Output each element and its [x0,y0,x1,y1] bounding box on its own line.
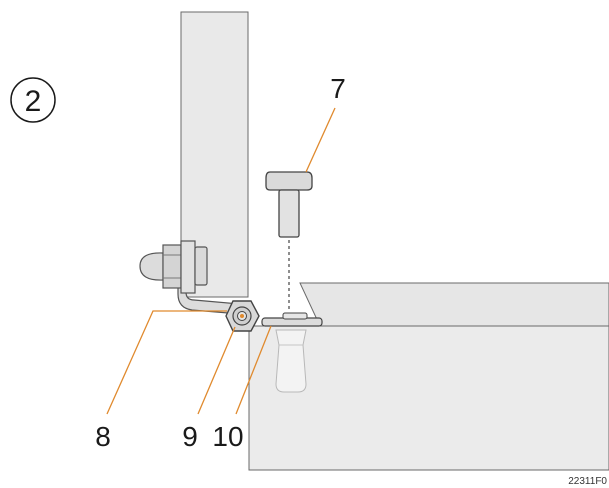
leader-line-9 [197,326,236,415]
step-number: 2 [25,85,42,118]
bolt-part-7 [265,171,313,238]
cap-nut-base [194,246,208,286]
callout-9: 9 [182,421,198,452]
cap-nut-hex [162,244,182,289]
callout-10: 10 [212,421,243,452]
washer-plate-part-10 [261,312,323,327]
leader-line-7 [305,107,336,173]
callout-8: 8 [95,421,111,452]
base-panel-body [248,325,609,471]
leader-lines [106,107,336,415]
base-panel-top [299,282,609,327]
threaded-insert [275,329,307,393]
leader-line-10 [235,325,272,415]
step-circle [10,77,56,123]
cap-nut-washer [180,240,196,294]
cap-nut-dome [139,252,164,281]
callout-7: 7 [330,73,346,104]
hex-nut-part-9 [225,300,260,332]
bracket-assembly [139,240,241,315]
reference-code: 22311F0 [568,476,607,487]
leader-line-8 [106,310,227,415]
